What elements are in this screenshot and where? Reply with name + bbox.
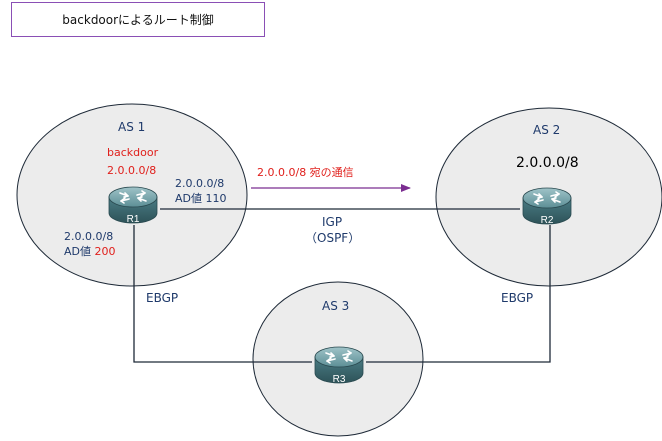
ebgp-left-label: EBGP (146, 291, 179, 305)
link-r2-r3 (366, 225, 551, 363)
as2-label: AS 2 (533, 123, 561, 137)
ebgp-route-network: 2.0.0.0/8 (64, 230, 114, 243)
as1-label: AS 1 (118, 120, 146, 134)
traffic-label: 2.0.0.0/8 宛の通信 (257, 166, 354, 179)
as2-network: 2.0.0.0/8 (516, 155, 579, 171)
igp-ad-value: 110 (205, 192, 227, 205)
backdoor-network: 2.0.0.0/8 (107, 164, 157, 177)
ebgp-ad-prefix: AD値 (64, 245, 91, 258)
as3-label: AS 3 (322, 299, 350, 313)
igp-ad-prefix: AD値 (175, 192, 202, 205)
link-r1-r3 (133, 225, 312, 363)
igp-link-label: IGP (322, 215, 343, 229)
backdoor-label: backdoor (107, 146, 159, 159)
igp-route-network: 2.0.0.0/8 (175, 177, 225, 190)
igp-route-ad: AD値 110 (175, 192, 227, 205)
router-r1-label: R1 (127, 214, 140, 225)
ebgp-route-ad: AD値 200 (64, 245, 116, 258)
router-r3-label: R3 (333, 374, 346, 385)
router-r2-label: R2 (541, 215, 554, 226)
ebgp-ad-value: 200 (94, 245, 116, 258)
ebgp-right-label: EBGP (501, 291, 534, 305)
diagram-title: backdoorによるルート制御 (11, 2, 265, 37)
ospf-link-label: （OSPF） (305, 231, 361, 245)
